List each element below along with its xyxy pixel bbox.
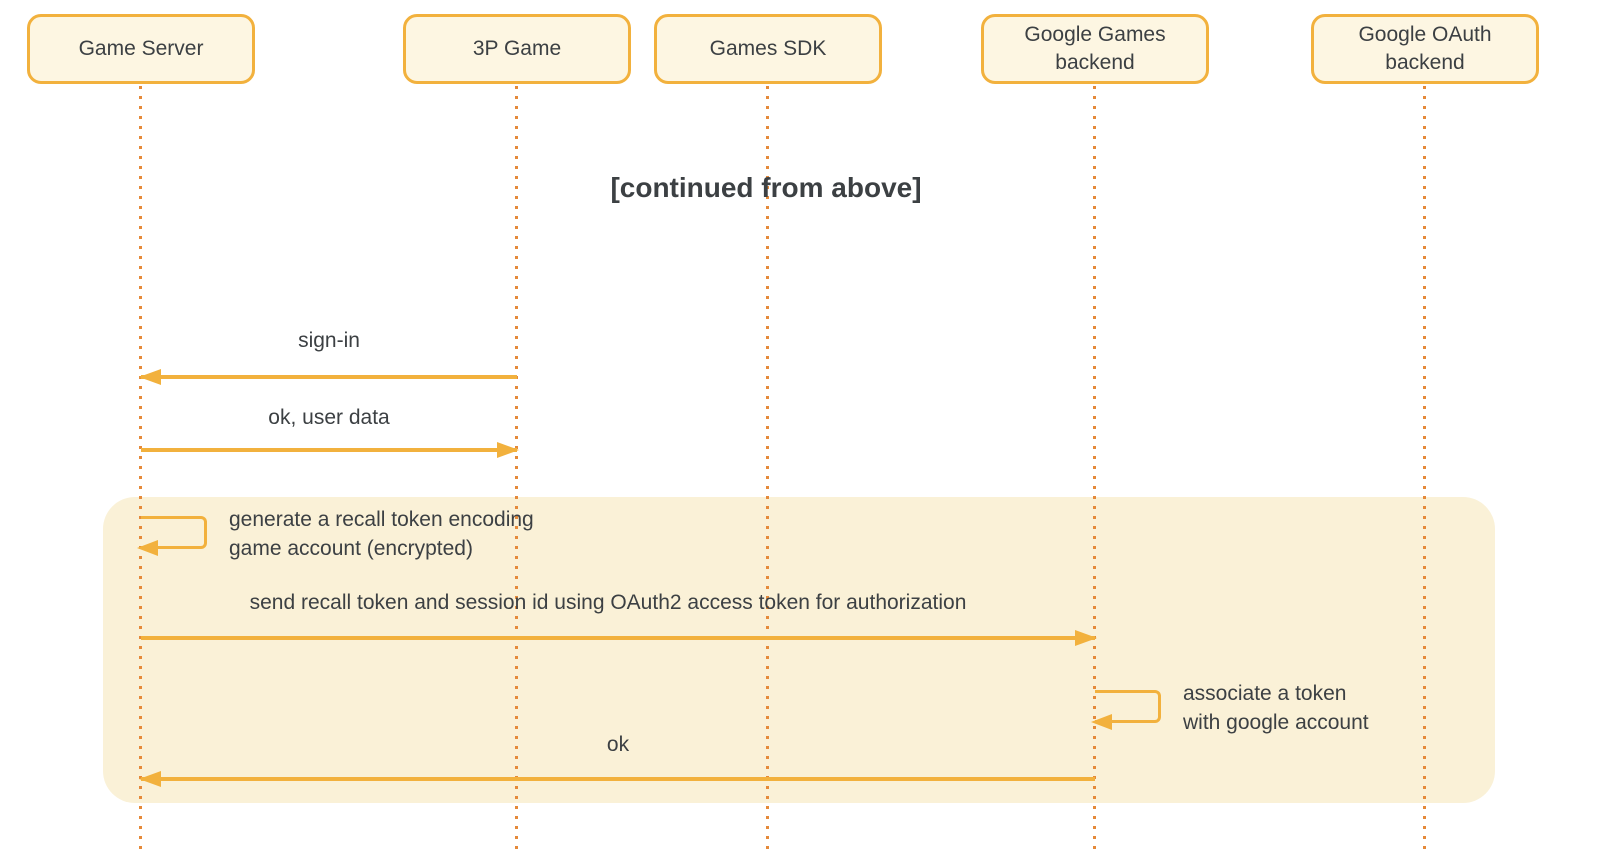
message-send-recall-arrow <box>141 630 1097 646</box>
self-message-associate-token-loop <box>1091 690 1161 730</box>
lifeline-3p-game <box>515 86 518 854</box>
message-ok-user-data-arrow <box>141 442 519 458</box>
generate-recall-line2: game account (encrypted) <box>229 537 473 560</box>
arrowhead-left-icon <box>1091 713 1112 730</box>
message-ok-arrow <box>139 771 1095 787</box>
message-ok-label: ok <box>606 733 630 756</box>
arrowhead-left-icon <box>139 771 161 787</box>
arrowhead-right-icon <box>497 442 519 458</box>
actor-google-oauth-backend-label: Google OAuth backend <box>1358 23 1492 74</box>
message-sign-in-label: sign-in <box>298 329 360 352</box>
highlight-region <box>103 497 1495 803</box>
message-ok-user-data-label: ok, user data <box>268 406 390 429</box>
self-message-generate-recall-loop <box>137 516 207 556</box>
arrowhead-left-icon <box>137 539 158 556</box>
self-message-associate-token-label: associate a token with google account <box>1183 679 1369 737</box>
lifeline-games-sdk <box>766 86 769 854</box>
generate-recall-line1: generate a recall token encoding <box>229 508 534 531</box>
diagram-title: [continued from above] <box>610 172 922 203</box>
lifeline-game-server <box>139 86 142 854</box>
actor-games-sdk-label: Games SDK <box>709 37 827 60</box>
lifeline-google-games-backend <box>1093 86 1096 854</box>
actor-3p-game: 3P Game <box>403 14 631 84</box>
actor-game-server-label: Game Server <box>78 37 204 60</box>
actor-google-games-backend: Google Games backend <box>981 14 1209 84</box>
actor-3p-game-label: 3P Game <box>472 37 562 60</box>
actor-google-games-backend-label: Google Games backend <box>1024 23 1166 74</box>
actor-games-sdk: Games SDK <box>654 14 882 84</box>
arrowhead-right-icon <box>1075 630 1097 646</box>
arrowhead-left-icon <box>139 369 161 385</box>
actor-google-oauth-backend: Google OAuth backend <box>1311 14 1539 84</box>
lifeline-google-oauth-backend <box>1423 86 1426 854</box>
associate-token-line1: associate a token <box>1183 682 1347 705</box>
actor-game-server: Game Server <box>27 14 255 84</box>
associate-token-line2: with google account <box>1183 711 1369 734</box>
message-sign-in-arrow <box>139 369 517 385</box>
message-send-recall-label: send recall token and session id using O… <box>249 591 967 614</box>
self-message-generate-recall-label: generate a recall token encoding game ac… <box>229 505 534 563</box>
